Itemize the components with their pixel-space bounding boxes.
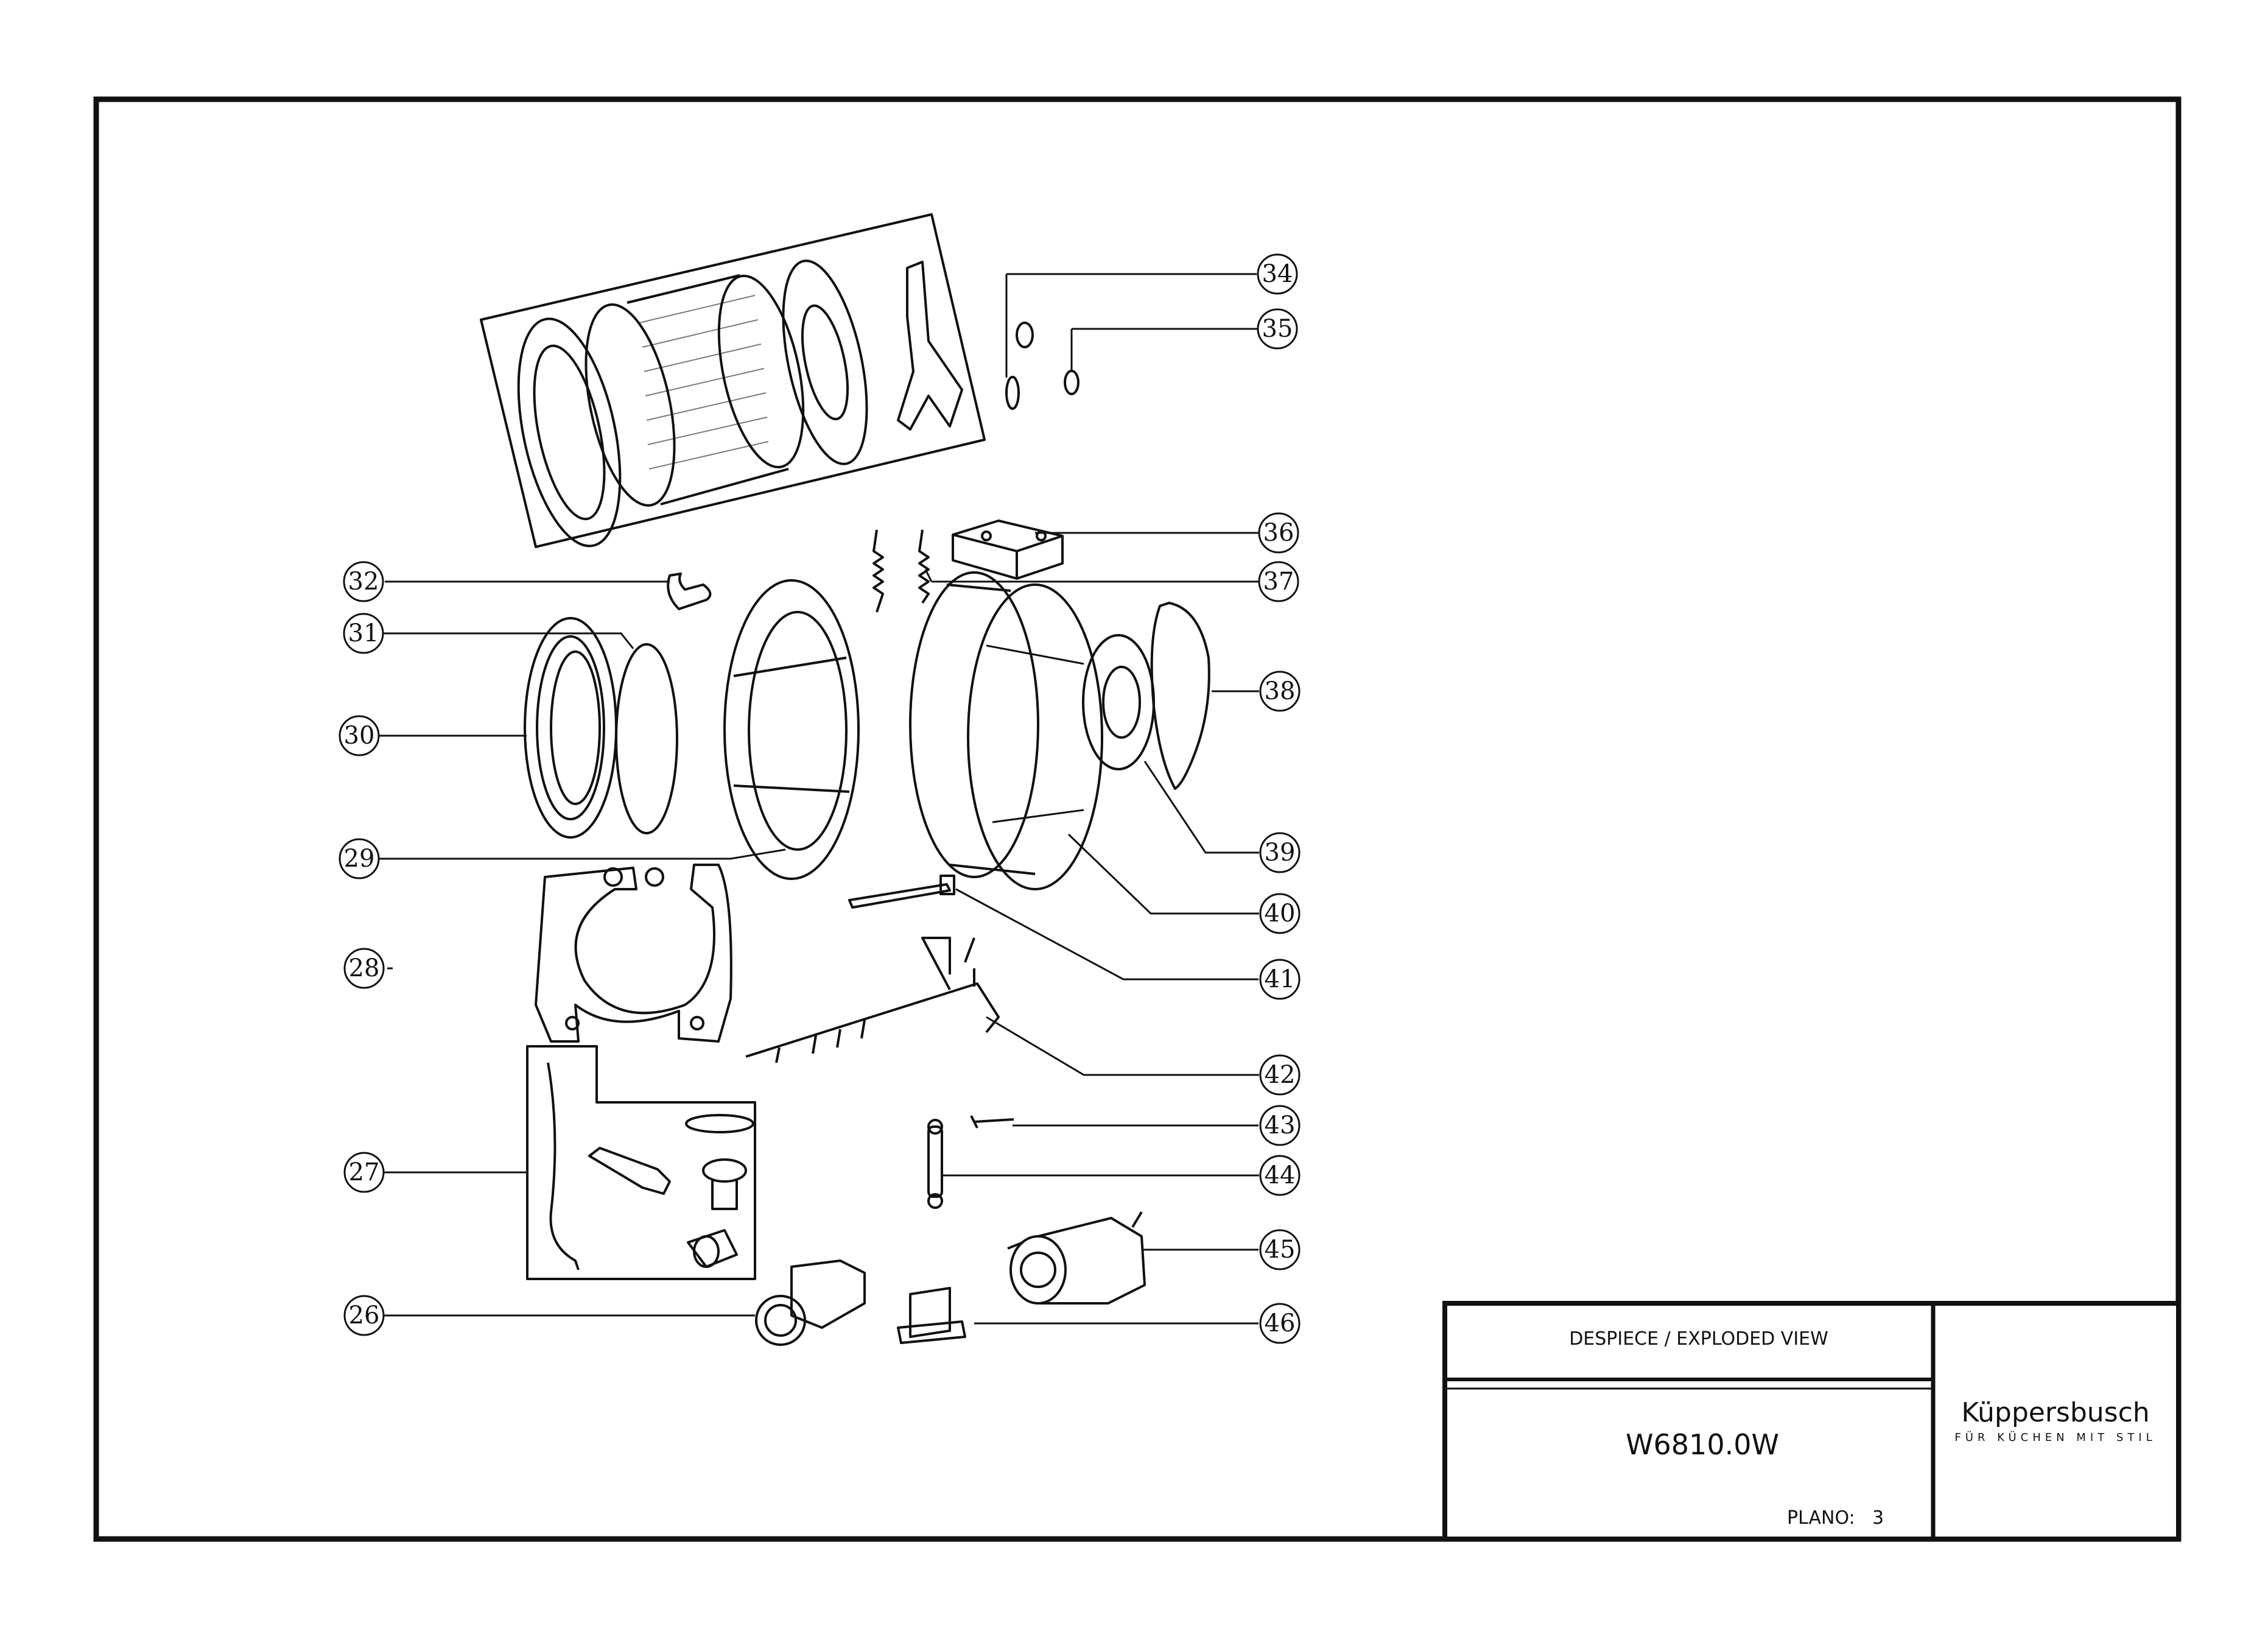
callout-27-circle — [343, 1152, 385, 1193]
elbow-hose-illustration — [667, 572, 712, 610]
callout-41-label: 41 — [1265, 965, 1296, 993]
bearings-illustration — [1005, 322, 1080, 410]
seal-ring-illustration — [615, 643, 678, 834]
callout-28-circle — [343, 948, 385, 989]
door-gasket-illustration — [524, 617, 617, 839]
callout-44-circle — [1259, 1155, 1301, 1196]
callout-39-label: 39 — [1265, 839, 1296, 867]
callout-30-label: 30 — [344, 722, 375, 750]
callout-38-label: 38 — [1265, 677, 1296, 705]
callout-26-label: 26 — [349, 1301, 380, 1329]
filter-component-illustration — [897, 1287, 966, 1344]
callout-43-circle — [1259, 1105, 1301, 1146]
drain-pump-illustration — [755, 1259, 866, 1346]
brand-name: Küppersbusch — [1961, 1397, 2149, 1428]
callout-32-label: 32 — [348, 568, 379, 596]
callout-27-label: 27 — [349, 1158, 380, 1186]
callout-34-circle — [1257, 253, 1298, 295]
callout-35-circle — [1257, 308, 1298, 350]
shock-absorber-illustration — [927, 1119, 943, 1209]
brand-tagline: FÜR KÜCHEN MIT STIL — [1954, 1431, 2156, 1444]
callout-39-circle — [1259, 832, 1301, 873]
counterweight-illustration — [952, 519, 1064, 580]
callout-45-label: 45 — [1265, 1236, 1296, 1264]
plano-number: 3 — [1872, 1507, 1884, 1529]
callout-40-label: 40 — [1265, 900, 1296, 928]
callout-30-circle — [339, 715, 380, 756]
wiring-harness-illustration — [745, 937, 1000, 1063]
callout-36-circle — [1258, 512, 1299, 554]
callout-40-circle — [1259, 893, 1301, 934]
callout-37-label: 37 — [1263, 568, 1294, 596]
callout-36-label: 36 — [1263, 519, 1294, 547]
callout-34-label: 34 — [1262, 260, 1293, 288]
front-tub-illustration — [723, 579, 860, 880]
title-block: DESPIECE / EXPLODED VIEW W6810.0W PLANO:… — [1442, 1301, 2181, 1541]
callout-46-circle — [1259, 1303, 1301, 1344]
drive-belt-illustration — [1150, 602, 1210, 790]
callout-35-label: 35 — [1262, 315, 1293, 343]
rear-tub-illustration — [909, 571, 1103, 890]
callout-45-circle — [1259, 1229, 1301, 1270]
callout-26-circle — [343, 1295, 385, 1336]
callout-42-circle — [1259, 1054, 1301, 1096]
callout-28-label: 28 — [349, 954, 380, 982]
springs-illustration — [872, 529, 930, 613]
callout-37-circle — [1258, 561, 1299, 602]
hose-kit-illustration — [526, 1045, 756, 1280]
callout-42-label: 42 — [1265, 1061, 1296, 1089]
heater-illustration — [848, 875, 955, 909]
callout-31-circle — [343, 613, 384, 654]
drum-assembly-illustration — [480, 213, 986, 548]
callout-29-label: 29 — [344, 845, 375, 873]
callout-46-label: 46 — [1265, 1309, 1296, 1337]
screw-illustration — [970, 1115, 1014, 1129]
title-block-heading: DESPIECE / EXPLODED VIEW — [1569, 1328, 1828, 1350]
motor-illustration — [1007, 1211, 1146, 1305]
callout-31-label: 31 — [348, 619, 379, 647]
callout-32-circle — [343, 561, 384, 602]
front-bracket-illustration — [535, 864, 732, 1043]
brand-logo: Küppersbusch FÜR KÜCHEN MIT STIL — [1954, 1397, 2156, 1444]
callout-38-circle — [1259, 671, 1301, 712]
callout-43-label: 43 — [1265, 1111, 1296, 1139]
drawing-frame — [93, 96, 2182, 1542]
callout-29-circle — [339, 838, 380, 879]
callout-44-label: 44 — [1265, 1161, 1296, 1189]
pulley-illustration — [1082, 634, 1155, 770]
plano-label: PLANO: — [1787, 1507, 1855, 1529]
model-number: W6810.0W — [1626, 1428, 1779, 1461]
callout-41-circle — [1259, 959, 1301, 1000]
